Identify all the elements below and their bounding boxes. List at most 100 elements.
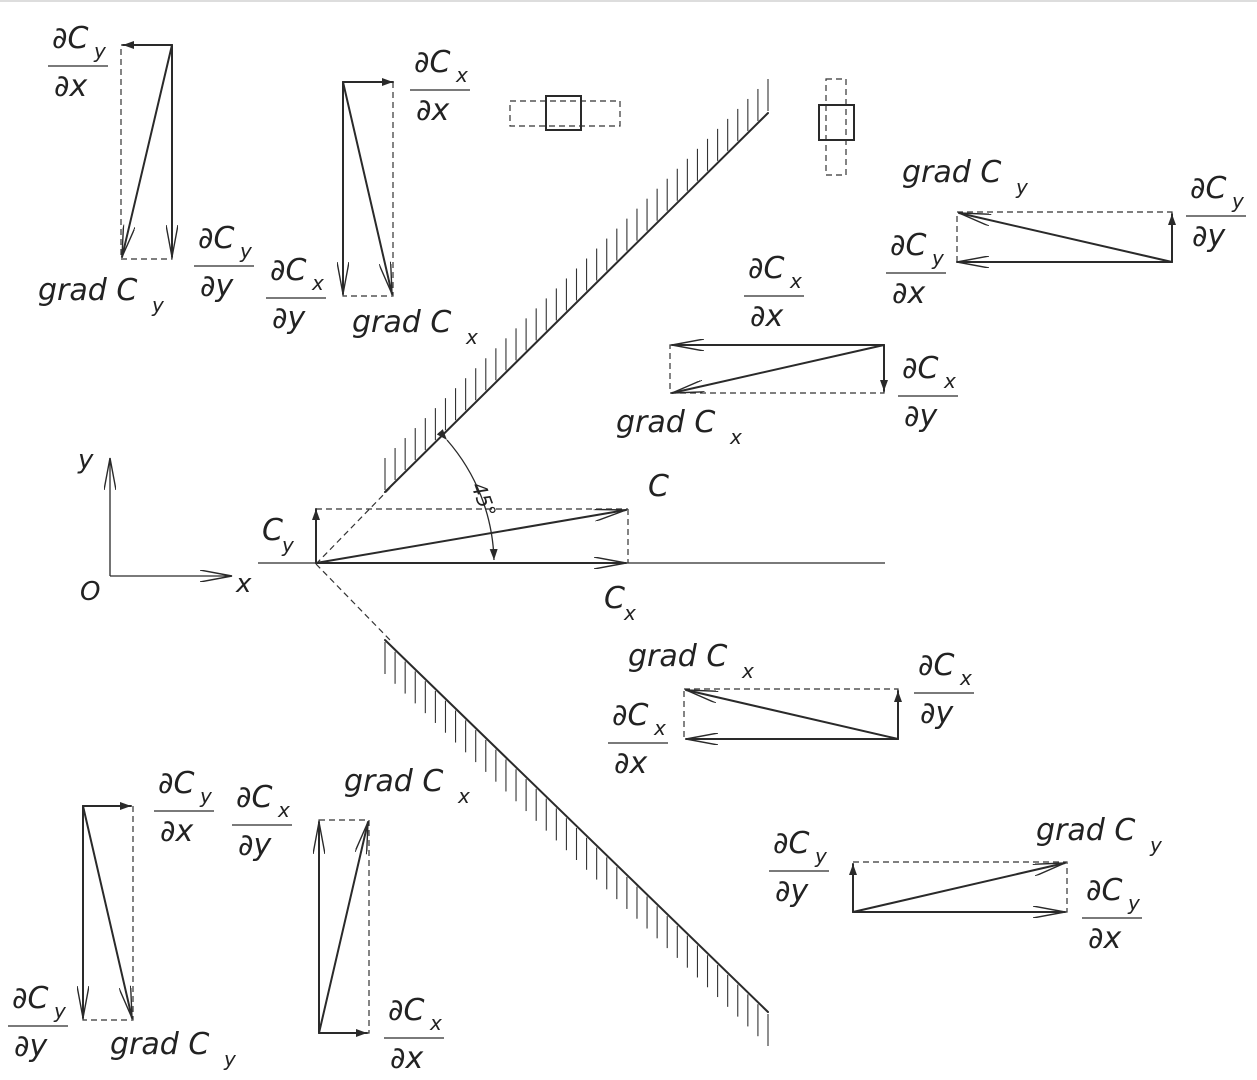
svg-text:C: C <box>604 581 625 616</box>
rect-top-left-2 <box>343 78 394 297</box>
svg-text:∂C: ∂C <box>388 993 425 1028</box>
svg-text:x: x <box>653 716 666 740</box>
svg-text:y: y <box>1231 189 1245 213</box>
svg-text:x: x <box>741 659 754 683</box>
rect-top-right <box>956 211 1176 262</box>
grad-cx-label-2: grad C x <box>616 405 742 449</box>
grad-cx-label-1: grad C x <box>352 305 478 349</box>
svg-text:∂C: ∂C <box>414 45 451 80</box>
svg-text:x: x <box>277 798 290 822</box>
svg-text:grad C: grad C <box>344 764 443 799</box>
svg-text:∂C: ∂C <box>902 351 939 386</box>
svg-text:∂x: ∂x <box>750 299 784 334</box>
svg-text:x: x <box>943 369 956 393</box>
control-volume-horizontal <box>509 95 621 131</box>
svg-text:∂C: ∂C <box>918 648 955 683</box>
grad-cy-label-3: grad C y <box>1036 813 1163 857</box>
upper-wall-extension <box>315 487 391 565</box>
lower-wall-extension <box>315 563 391 641</box>
svg-text:∂y: ∂y <box>904 399 939 434</box>
svg-text:x: x <box>623 601 636 625</box>
svg-text:grad C: grad C <box>352 305 451 340</box>
svg-text:∂y: ∂y <box>1192 219 1227 254</box>
rect-bottom-right <box>849 861 1068 912</box>
svg-text:∂C: ∂C <box>612 698 649 733</box>
svg-text:∂C: ∂C <box>748 251 785 286</box>
svg-text:x: x <box>959 666 972 690</box>
svg-text:grad C: grad C <box>628 639 727 674</box>
grad-cy-label-4: grad C y <box>110 1027 237 1071</box>
svg-text:∂C: ∂C <box>270 253 307 288</box>
svg-text:∂C: ∂C <box>236 780 273 815</box>
svg-text:∂y: ∂y <box>238 828 273 863</box>
svg-text:∂C: ∂C <box>52 21 89 56</box>
svg-text:x: x <box>311 271 324 295</box>
y-axis-label: y <box>77 445 94 475</box>
lower-wall <box>384 639 769 1046</box>
svg-text:y: y <box>931 246 945 270</box>
svg-text:x: x <box>465 325 478 349</box>
svg-text:grad C: grad C <box>1036 813 1135 848</box>
svg-text:y: y <box>1015 175 1029 199</box>
svg-text:∂y: ∂y <box>200 269 235 304</box>
svg-text:y: y <box>239 239 253 263</box>
svg-text:∂x: ∂x <box>1088 921 1122 956</box>
svg-text:∂x: ∂x <box>614 746 648 781</box>
vector-cx-label: C x <box>604 581 636 625</box>
control-volume-vertical <box>818 78 855 176</box>
svg-text:x: x <box>429 1011 442 1035</box>
rect-middle-lower <box>683 688 902 739</box>
svg-text:y: y <box>151 293 165 317</box>
svg-text:∂C: ∂C <box>773 826 810 861</box>
velocity-decomposition: 45° C C y C x <box>258 429 885 625</box>
svg-text:grad C: grad C <box>616 405 715 440</box>
x-axis-label: x <box>235 569 252 599</box>
svg-text:∂x: ∂x <box>892 276 926 311</box>
svg-text:∂x: ∂x <box>160 814 194 849</box>
rect-middle-upper <box>669 345 888 394</box>
svg-text:∂C: ∂C <box>890 228 927 263</box>
svg-text:grad C: grad C <box>110 1027 209 1062</box>
rect-bottom-left-1 <box>83 802 134 1021</box>
svg-text:y: y <box>199 784 213 808</box>
svg-text:∂y: ∂y <box>775 874 810 909</box>
svg-text:∂y: ∂y <box>920 696 955 731</box>
svg-text:∂x: ∂x <box>416 93 450 128</box>
svg-text:x: x <box>457 784 470 808</box>
svg-text:∂y: ∂y <box>272 301 307 336</box>
rect-bottom-left-2 <box>319 819 370 1037</box>
svg-text:∂y: ∂y <box>14 1029 49 1064</box>
grad-cx-label-4: grad C x <box>344 764 470 808</box>
svg-text:y: y <box>93 39 107 63</box>
svg-text:y: y <box>281 533 295 557</box>
grad-cx-label-3: grad C x <box>628 639 754 683</box>
svg-text:y: y <box>814 844 828 868</box>
svg-text:x: x <box>789 269 802 293</box>
svg-text:∂x: ∂x <box>54 69 88 104</box>
svg-text:y: y <box>1127 891 1141 915</box>
svg-text:y: y <box>223 1047 237 1071</box>
svg-text:∂C: ∂C <box>198 221 235 256</box>
svg-text:∂C: ∂C <box>12 981 49 1016</box>
svg-text:∂C: ∂C <box>1190 171 1227 206</box>
vector-cy-label: C y <box>262 513 295 557</box>
rect-top-left-1 <box>120 41 172 260</box>
svg-text:x: x <box>729 425 742 449</box>
svg-text:y: y <box>1149 833 1163 857</box>
